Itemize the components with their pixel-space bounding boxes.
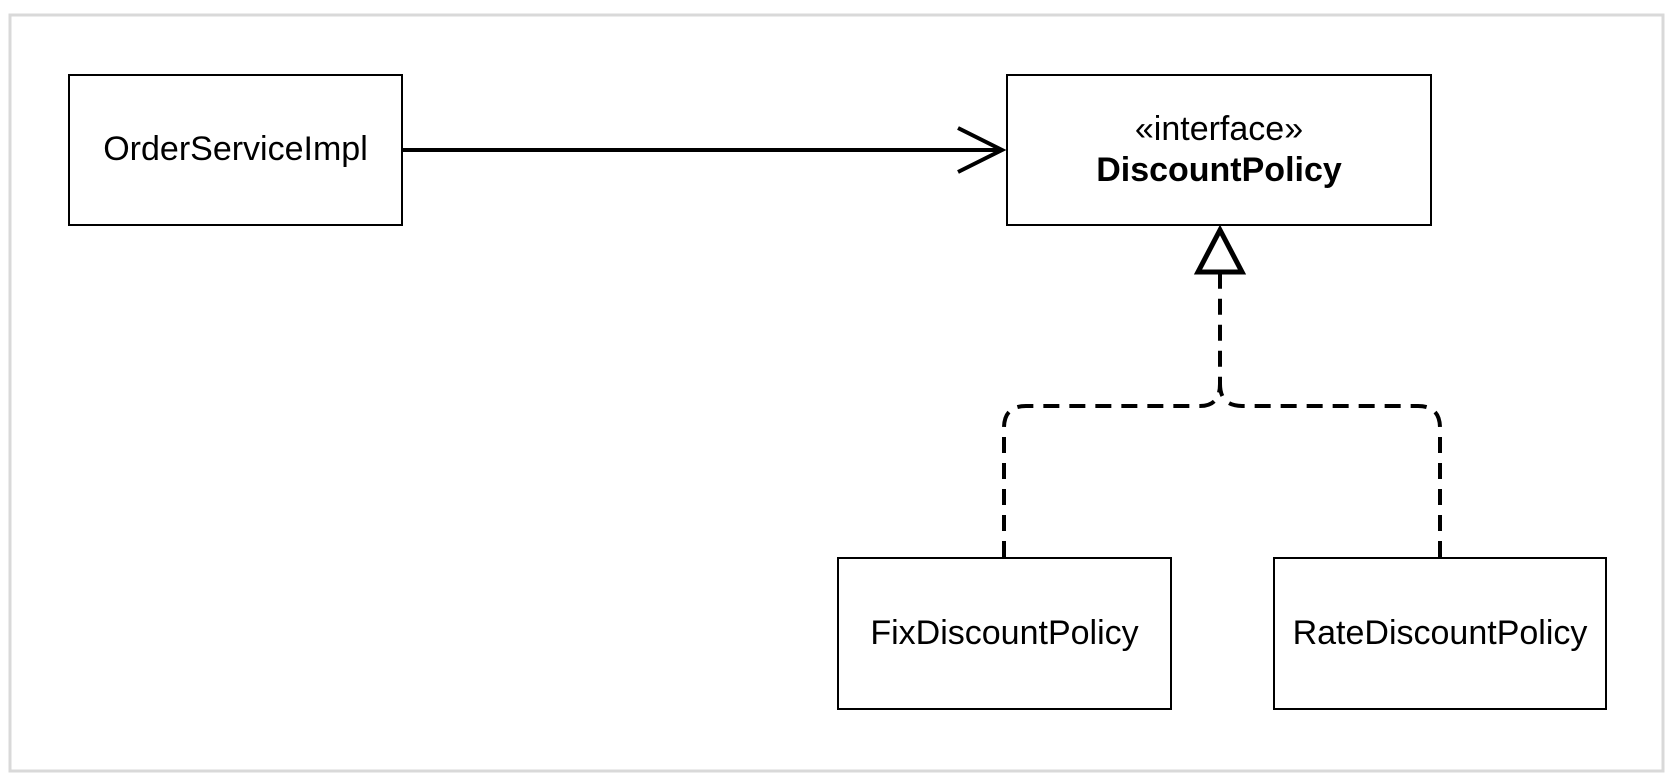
diagram-frame: [8, 13, 1665, 773]
realization-line-fix: [1002, 272, 1222, 557]
hollow-triangle-arrowhead-icon: [1193, 224, 1247, 275]
class-name-rate-discount-policy: RateDiscountPolicy: [1292, 613, 1588, 652]
interface-box-discount-policy: «interface» DiscountPolicy: [1006, 74, 1432, 226]
association-arrow: [403, 126, 1007, 174]
interface-stereotype: «interface»: [1134, 109, 1304, 148]
realization-connector: [1002, 224, 1442, 557]
realization-line-rate: [1218, 383, 1442, 557]
class-name-order-service-impl: OrderServiceImpl: [103, 130, 368, 169]
class-box-rate-discount-policy: RateDiscountPolicy: [1273, 557, 1607, 710]
class-box-fix-discount-policy: FixDiscountPolicy: [837, 557, 1172, 710]
class-name-fix-discount-policy: FixDiscountPolicy: [870, 613, 1139, 652]
interface-name-discount-policy: DiscountPolicy: [1096, 151, 1342, 189]
class-box-order-service-impl: OrderServiceImpl: [68, 74, 403, 226]
open-arrowhead-icon: [957, 126, 1007, 174]
